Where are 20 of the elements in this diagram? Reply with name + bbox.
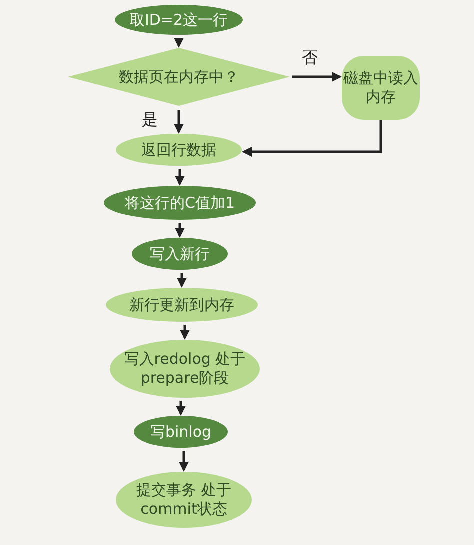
process-box: 磁盘中读入内存	[342, 56, 420, 120]
process-box: 新行更新到内存	[106, 288, 258, 322]
process-box: 将这行的C值加1	[104, 186, 256, 220]
process-box: 取ID=2这一行	[115, 5, 243, 35]
process-box: 写入新行	[132, 238, 228, 270]
arrow	[175, 169, 185, 186]
process-box: 写入redolog 处于prepare阶段	[110, 340, 260, 398]
arrow	[292, 72, 342, 82]
arrow	[174, 38, 184, 48]
arrow	[176, 401, 186, 416]
process-box: 返回行数据	[116, 134, 242, 166]
arrow	[180, 325, 190, 340]
arrow	[177, 273, 187, 288]
decision-diamond: 数据页在内存中？	[68, 48, 290, 106]
process-box: 提交事务 处于commit状态	[116, 472, 252, 528]
arrow	[175, 223, 185, 238]
arrow	[174, 110, 184, 134]
arrow	[242, 120, 382, 157]
process-box: 写binlog	[134, 416, 228, 448]
arrow	[179, 451, 189, 472]
